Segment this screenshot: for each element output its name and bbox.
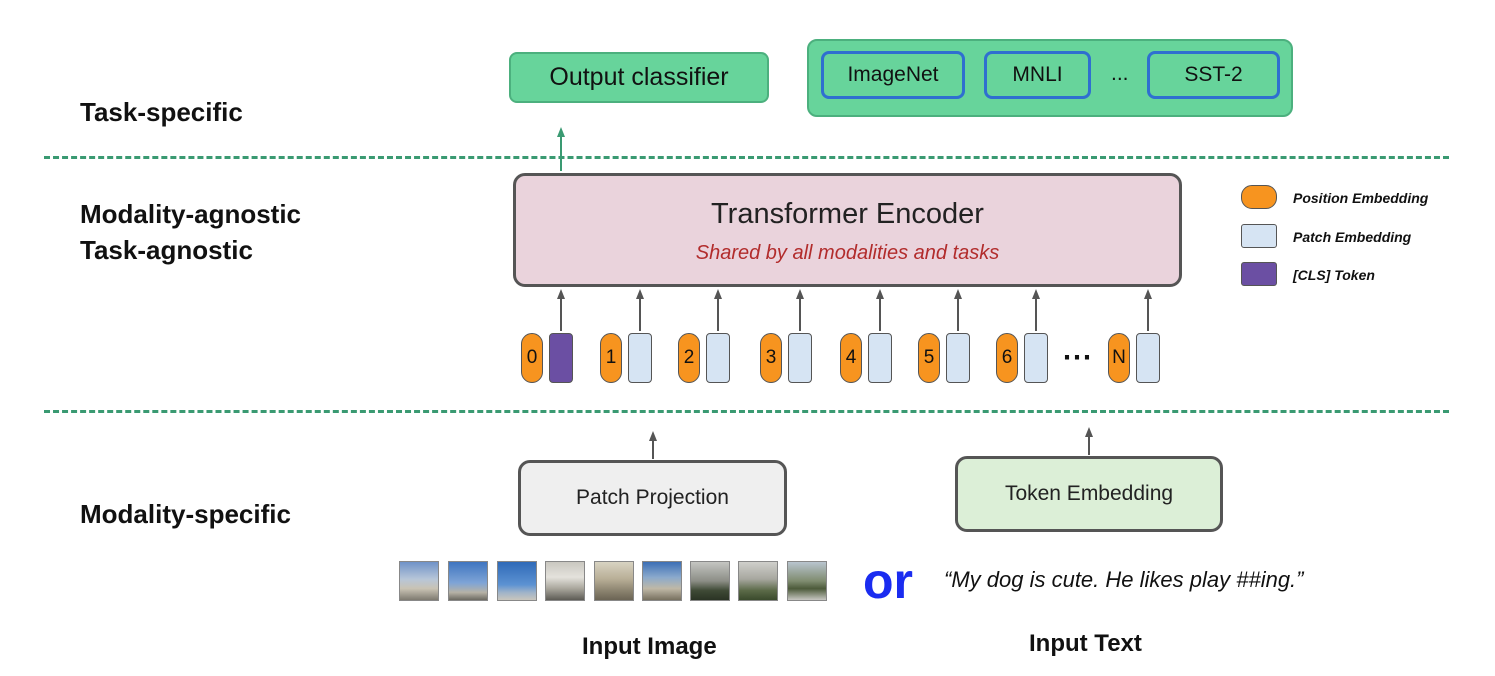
image-patch-2 bbox=[448, 561, 488, 601]
divider-top bbox=[44, 156, 1449, 159]
section-label-task-agnostic: Task-agnostic bbox=[80, 235, 253, 265]
input-image-caption: Input Image bbox=[582, 633, 717, 660]
image-patch-7 bbox=[690, 561, 730, 601]
position-embedding-n: N bbox=[1108, 333, 1130, 383]
patch-embedding-5 bbox=[946, 333, 970, 383]
image-patch-9 bbox=[787, 561, 827, 601]
token-ellipsis: ⋯ bbox=[1062, 341, 1093, 374]
position-embedding-2: 2 bbox=[678, 333, 700, 383]
example-input-text: “My dog is cute. He likes play ##ing.” bbox=[944, 567, 1304, 592]
image-patch-8 bbox=[738, 561, 778, 601]
patch-projection-box: Patch Projection bbox=[518, 460, 787, 536]
legend-swatch-patch bbox=[1241, 224, 1277, 248]
task-mnli: MNLI bbox=[984, 51, 1091, 99]
section-label-task-specific: Task-specific bbox=[80, 97, 243, 127]
cls-token bbox=[549, 333, 573, 383]
task-ellipsis: ... bbox=[1111, 62, 1129, 85]
transformer-encoder-box: Transformer Encoder Shared by all modali… bbox=[513, 173, 1182, 287]
legend-label-position: Position Embedding bbox=[1293, 190, 1429, 206]
patch-embedding-4 bbox=[868, 333, 892, 383]
patch-embedding-1 bbox=[628, 333, 652, 383]
legend-label-cls: [CLS] Token bbox=[1293, 267, 1375, 283]
encoder-subtitle: Shared by all modalities and tasks bbox=[695, 242, 1000, 264]
patch-embedding-6 bbox=[1024, 333, 1048, 383]
image-patch-1 bbox=[399, 561, 439, 601]
position-embedding-1: 1 bbox=[600, 333, 622, 383]
task-imagenet: ImageNet bbox=[821, 51, 965, 99]
encoder-title: Transformer Encoder bbox=[711, 198, 984, 230]
image-patch-4 bbox=[545, 561, 585, 601]
legend-swatch-cls bbox=[1241, 262, 1277, 286]
image-patch-5 bbox=[594, 561, 634, 601]
patch-embedding-3 bbox=[788, 333, 812, 383]
or-separator: or bbox=[863, 553, 913, 609]
token-embedding-box: Token Embedding bbox=[955, 456, 1223, 532]
divider-bottom bbox=[44, 410, 1449, 413]
image-patch-3 bbox=[497, 561, 537, 601]
image-patch-6 bbox=[642, 561, 682, 601]
task-sst-2: SST-2 bbox=[1147, 51, 1280, 99]
section-label-modality-agnostic: Modality-agnostic bbox=[80, 199, 302, 229]
position-embedding-3: 3 bbox=[760, 333, 782, 383]
patch-embedding-n bbox=[1136, 333, 1160, 383]
patch-embedding-2 bbox=[706, 333, 730, 383]
section-label-modality-specific: Modality-specific bbox=[80, 499, 291, 529]
input-text-caption: Input Text bbox=[1029, 630, 1142, 657]
position-embedding-5: 5 bbox=[918, 333, 940, 383]
legend-swatch-position bbox=[1241, 185, 1277, 209]
position-embedding-6: 6 bbox=[996, 333, 1018, 383]
position-embedding-0: 0 bbox=[521, 333, 543, 383]
position-embedding-4: 4 bbox=[840, 333, 862, 383]
legend-label-patch: Patch Embedding bbox=[1293, 229, 1412, 245]
output-classifier-box: Output classifier bbox=[509, 52, 769, 103]
